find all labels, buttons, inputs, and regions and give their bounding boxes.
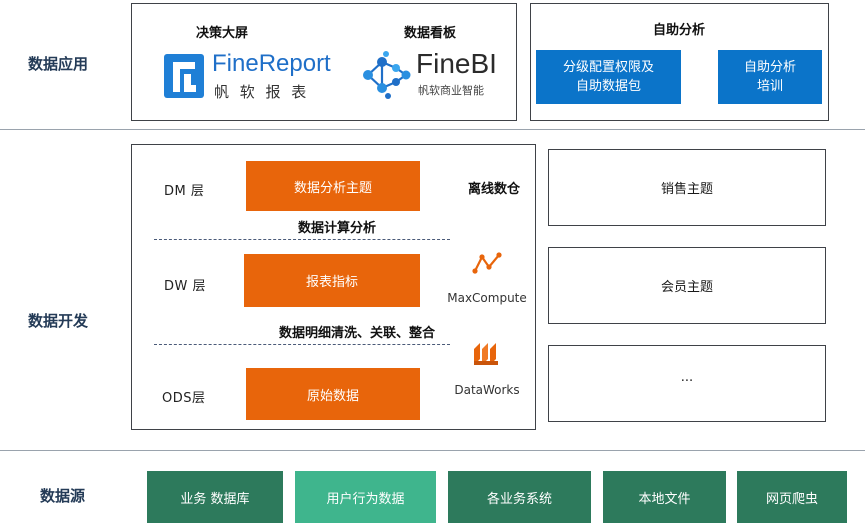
self-service-panel: 自助分析 分级配置权限及 自助数据包 自助分析 培训 [530, 3, 829, 121]
self-service-title: 自助分析 [652, 23, 705, 38]
source-web-crawler: 网页爬虫 [737, 471, 847, 523]
clean-integrate-label: 数据明细清洗、关联、整合 [278, 326, 435, 341]
layer-divider [154, 344, 450, 345]
finebi-logo: FineBI 帆软商业智能 [358, 48, 518, 104]
row-label-development: 数据开发 [28, 312, 89, 330]
maxcompute-label: MaxCompute [447, 291, 527, 305]
ods-layer-label: ODS层 [162, 391, 206, 406]
finereport-name: FineReport [212, 50, 331, 77]
more-theme-box: ... [548, 345, 826, 422]
row-label-source: 数据源 [40, 487, 86, 505]
finereport-cn-name: 帆 软 报 表 [214, 83, 310, 101]
layer-divider [154, 239, 450, 240]
ods-layer-box: 原始数据 [246, 368, 420, 420]
source-user-behavior-data: 用户行为数据 [295, 471, 436, 523]
maxcompute-icon [472, 252, 502, 274]
row-label-application: 数据应用 [28, 55, 89, 73]
bi-tools-panel: 决策大屏 数据看板 FineReport 帆 软 报 表 [131, 3, 517, 121]
dataworks-icon [474, 343, 498, 365]
finebi-name: FineBI [416, 48, 497, 79]
source-business-database: 业务 数据库 [147, 471, 283, 523]
dm-layer-box: 数据分析主题 [246, 161, 420, 211]
offline-warehouse-title: 离线数仓 [467, 182, 520, 197]
sales-theme-box: 销售主题 [548, 149, 826, 226]
dm-layer-label: DM 层 [164, 184, 205, 199]
self-service-training-box: 自助分析 培训 [718, 50, 822, 104]
finebi-cn-name: 帆软商业智能 [418, 84, 484, 97]
source-business-systems: 各业务系统 [448, 471, 591, 523]
finebi-logo-icon [363, 51, 411, 99]
dw-layer-label: DW 层 [164, 279, 206, 294]
dw-layer-box: 报表指标 [244, 254, 420, 307]
decision-screen-title: 决策大屏 [195, 26, 248, 41]
permission-config-box: 分级配置权限及 自助数据包 [536, 50, 681, 104]
dataworks-label: DataWorks [454, 383, 520, 397]
finereport-logo: FineReport 帆 软 报 表 [162, 50, 332, 102]
compute-analysis-label: 数据计算分析 [297, 221, 376, 236]
row-divider [0, 450, 865, 451]
dashboard-title: 数据看板 [403, 26, 456, 41]
offline-warehouse-panel: DM 层 数据分析主题 数据计算分析 DW 层 报表指标 数据明细清洗、关联、整… [131, 144, 536, 430]
member-theme-box: 会员主题 [548, 247, 826, 324]
row-divider [0, 129, 865, 130]
finereport-logo-icon [164, 54, 204, 98]
source-local-files: 本地文件 [603, 471, 726, 523]
